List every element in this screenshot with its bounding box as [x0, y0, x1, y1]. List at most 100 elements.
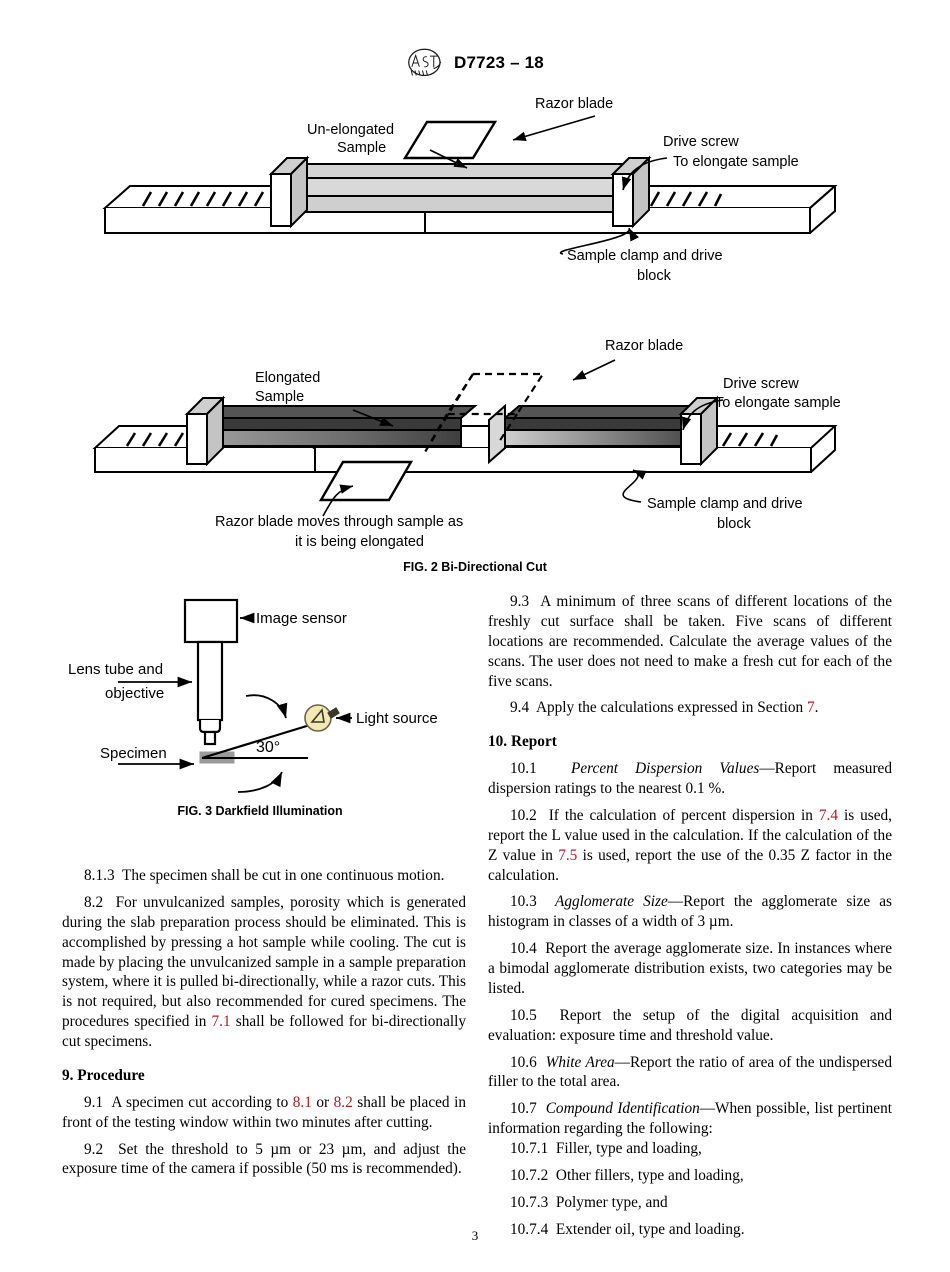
defined-term: Percent Dispersion Values — [571, 760, 760, 778]
para-text: —Report the ratio of area of the undispe… — [488, 1053, 892, 1091]
para-text-cont: or — [316, 1093, 330, 1111]
fig3-label-image-sensor: Image sensor — [256, 610, 347, 627]
fig2-label-blade-moves-line1: Razor blade moves through sample as — [215, 514, 463, 530]
para-text: Other fillers, type and loading, — [555, 1166, 744, 1184]
para-number: 9.4 — [510, 699, 530, 717]
para-text-cont: shall be followed for bi-directionally c… — [62, 1013, 467, 1050]
fig1-label-sample-line1: Un-elongated — [307, 122, 394, 138]
paragraph-9-4: 9.4 Apply the calculations expressed in … — [488, 698, 892, 718]
fig1-label-drive-screw: Drive screw — [663, 134, 739, 150]
paragraph-8-1-3: 8.1.3 The specimen shall be cut in one c… — [62, 866, 466, 886]
paragraph-8-2: 8.2 For unvulcanized samples, porosity w… — [62, 893, 466, 1052]
fig3-label-light-source: Light source — [356, 710, 438, 727]
para-number: 10.3 — [510, 893, 537, 911]
section-heading-10: 10. Report — [488, 733, 557, 751]
fig1-label-sample-line2: Sample — [337, 140, 386, 156]
fig2-label-clamp-line1: Sample clamp and drive — [647, 496, 803, 512]
para-number: 9.2 — [84, 1140, 104, 1158]
fig1-label-clamp-line1: Sample clamp and drive — [567, 248, 723, 264]
para-number: 10.6 — [510, 1053, 537, 1071]
cross-reference-link[interactable]: 7.1 — [211, 1013, 231, 1031]
fig2-label-razor-blade: Razor blade — [605, 338, 683, 354]
fig2-label-drive-screw: Drive screw — [723, 376, 799, 392]
para-text: Report the setup of the digital acquisit… — [488, 1006, 893, 1044]
para-number: 9.3 — [510, 593, 530, 610]
fig3-label-angle: 30° — [256, 739, 280, 756]
left-text-column: 8.1.3 The specimen shall be cut in one c… — [62, 866, 466, 1186]
fig3-label-lens-line2: objective — [105, 685, 164, 702]
para-text: —Report measured dispersion ratings to t… — [488, 760, 892, 797]
fig1-label-clamp-line2: block — [637, 268, 672, 284]
paragraph-10-1: 10.1 Percent Dispersion Values—Report me… — [488, 759, 892, 799]
para-text: A specimen cut according to — [111, 1093, 289, 1111]
cross-reference-link[interactable]: 8.1 — [292, 1093, 312, 1111]
defined-term: White Area — [545, 1053, 615, 1071]
para-number: 10.4 — [510, 940, 537, 958]
fig1-label-razor-blade: Razor blade — [535, 96, 613, 112]
paragraph-10-7-1: 10.7.1 Filler, type and loading, — [488, 1139, 892, 1159]
paragraph-9-2: 9.2 Set the threshold to 5 µm or 23 µm, … — [62, 1140, 466, 1180]
fig2-label-to-elongate: To elongate sample — [715, 395, 841, 411]
page-number: 3 — [471, 1228, 479, 1243]
paragraph-10-7: 10.7 Compound Identification—When possib… — [488, 1099, 892, 1139]
para-text: Filler, type and loading, — [555, 1140, 702, 1157]
fig2-label-sample-line2: Sample — [255, 389, 304, 405]
fig3-label-specimen: Specimen — [100, 745, 167, 762]
fig1-label-to-elongate: To elongate sample — [673, 154, 799, 170]
para-number: 10.7.3 — [510, 1193, 549, 1211]
fig2-label-sample-line1: Elongated — [255, 370, 320, 386]
cross-reference-link[interactable]: 7.4 — [818, 806, 838, 824]
para-number: 10.5 — [510, 1006, 537, 1024]
section-heading-9: 9. Procedure — [62, 1066, 145, 1084]
cross-reference-link[interactable]: 8.2 — [333, 1093, 353, 1111]
paragraph-9-3: 9.3 A minimum of three scans of differen… — [488, 592, 892, 691]
para-text-cont: is used, report the use of the 0.35 Z fa… — [488, 846, 892, 884]
figure-3-darkfield-illumination: Image sensor Lens tube and objective Spe… — [60, 592, 460, 797]
para-text: —Report the agglomerate size as histogra… — [488, 893, 892, 931]
para-number: 10.7.4 — [510, 1220, 549, 1238]
para-text-cont: is used, report the L value used in the … — [488, 806, 892, 864]
cross-reference-link[interactable]: 7.5 — [558, 846, 578, 864]
para-number: 10.1 — [510, 760, 537, 778]
fig2-label-clamp-line2: block — [717, 516, 752, 532]
figure-2-bidirectional-cut: Elongated Sample Razor blade Drive screw… — [75, 330, 885, 555]
right-text-column: 9.3 A minimum of three scans of differen… — [488, 592, 892, 1247]
para-number: 10.7.2 — [510, 1166, 549, 1184]
paragraph-10-3: 10.3 Agglomerate Size—Report the agglome… — [488, 892, 892, 932]
astm-logo-icon — [408, 48, 442, 77]
para-text: Apply the calculations expressed in Sect… — [535, 699, 804, 717]
para-text: If the calculation of percent dispersion… — [548, 806, 813, 824]
para-text: For unvulcanized samples, porosity which… — [62, 893, 466, 1031]
defined-term: Agglomerate Size — [555, 893, 668, 911]
para-number: 8.1.3 — [84, 867, 115, 884]
para-text: —When possible, list pertinent informati… — [488, 1100, 892, 1138]
figure-3-caption: FIG. 3 Darkfield Illumination — [177, 804, 343, 818]
para-text: Report the average agglomerate size. In … — [488, 940, 892, 997]
para-number: 8.2 — [84, 893, 104, 911]
para-text: A minimum of three scans of different lo… — [488, 593, 892, 690]
para-text-cont: . — [814, 699, 819, 717]
para-number: 10.7.1 — [510, 1140, 549, 1157]
paragraph-10-4: 10.4 Report the average agglomerate size… — [488, 939, 892, 999]
defined-term: Compound Identification — [545, 1100, 700, 1118]
paragraph-10-5: 10.5 Report the setup of the digital acq… — [488, 1006, 892, 1046]
figure-1-unidirectional-cut: Un-elongated Sample Razor blade Drive sc… — [75, 88, 885, 298]
standard-designation: D7723 – 18 — [454, 53, 544, 72]
para-text-cont: shall be placed in front of the testing … — [62, 1093, 466, 1131]
para-text: The specimen shall be cut in one continu… — [121, 867, 445, 884]
paragraph-10-2: 10.2 If the calculation of percent dispe… — [488, 806, 892, 886]
para-number: 9.1 — [84, 1093, 104, 1111]
cross-reference-link[interactable]: 7 — [806, 699, 815, 717]
page-header: D7723 – 18 — [0, 48, 950, 78]
para-text: Polymer type, and — [555, 1193, 668, 1211]
paragraph-10-7-3: 10.7.3 Polymer type, and — [488, 1193, 892, 1213]
para-text: Set the threshold to 5 µm or 23 µm, and … — [62, 1140, 466, 1178]
paragraph-10-7-2: 10.7.2 Other fillers, type and loading, — [488, 1166, 892, 1186]
paragraph-9-1: 9.1 A specimen cut according to 8.1 or 8… — [62, 1093, 466, 1133]
fig2-label-blade-moves-line2: it is being elongated — [295, 534, 424, 550]
figure-2-caption: FIG. 2 Bi-Directional Cut — [403, 560, 547, 574]
para-number: 10.2 — [510, 806, 537, 824]
para-text: Extender oil, type and loading. — [555, 1220, 745, 1238]
fig3-label-lens-line1: Lens tube and — [68, 661, 163, 678]
paragraph-10-7-4: 10.7.4 Extender oil, type and loading. — [488, 1220, 892, 1240]
